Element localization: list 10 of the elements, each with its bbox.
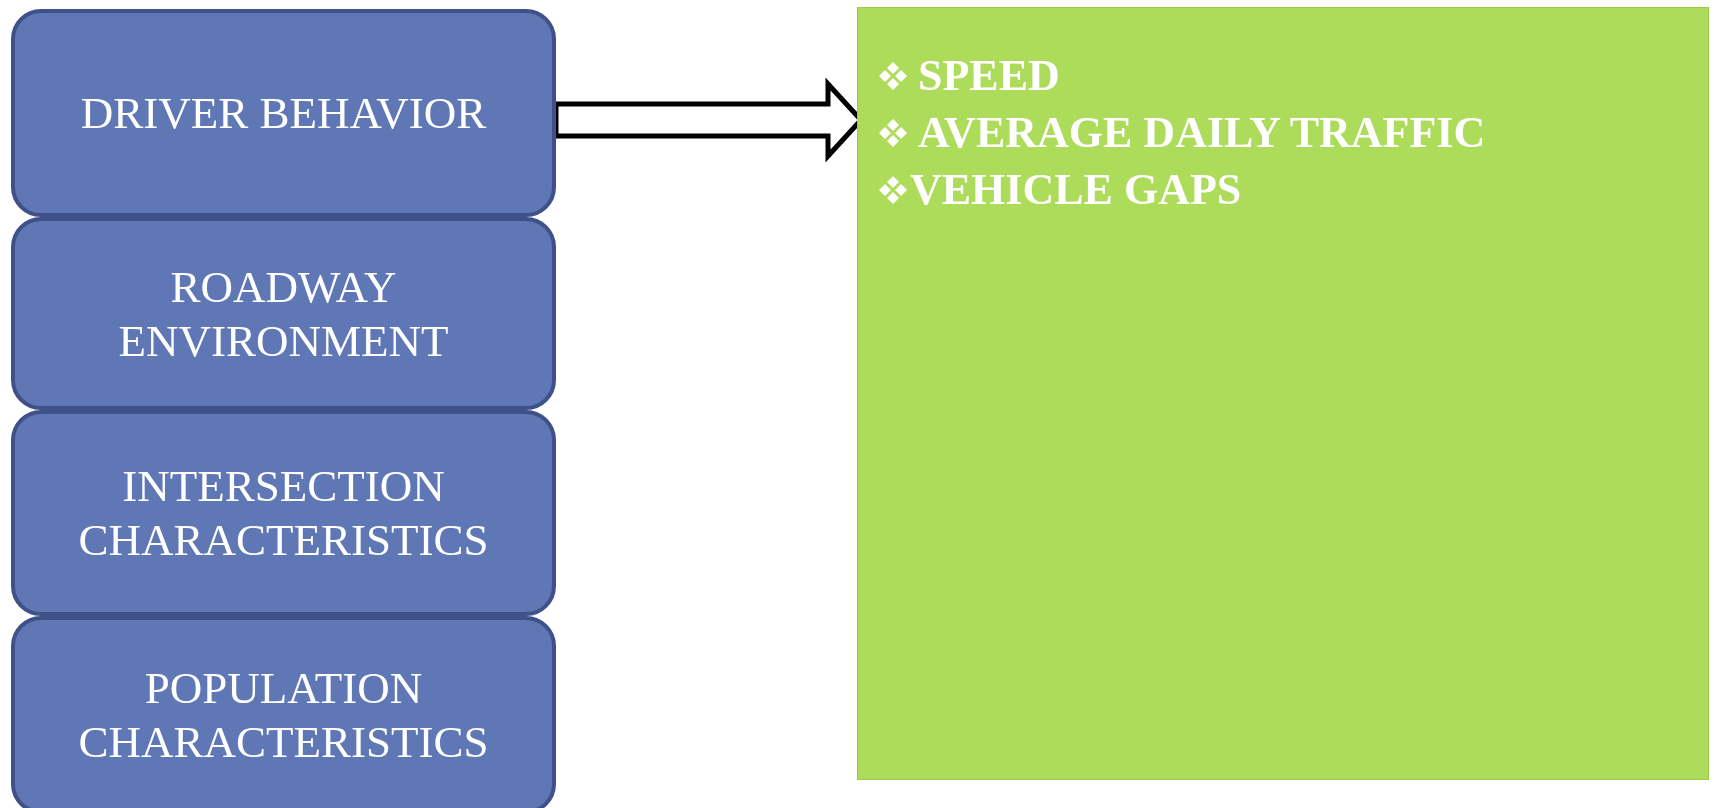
list-item: AVERAGE DAILY TRAFFIC (918, 107, 1486, 159)
list-item: VEHICLE GAPS (910, 164, 1242, 216)
text-panel (857, 7, 1709, 780)
box-label: POPULATION CHARACTERISTICS (77, 662, 490, 769)
list-item: SPEED (918, 50, 1060, 102)
category-box (11, 616, 556, 808)
box-label: ROADWAY ENVIRONMENT (117, 260, 450, 368)
box-label: DRIVER BEHAVIOR (80, 87, 487, 140)
box-label: INTERSECTION CHARACTERISTICS (77, 460, 490, 567)
category-box (11, 9, 556, 217)
